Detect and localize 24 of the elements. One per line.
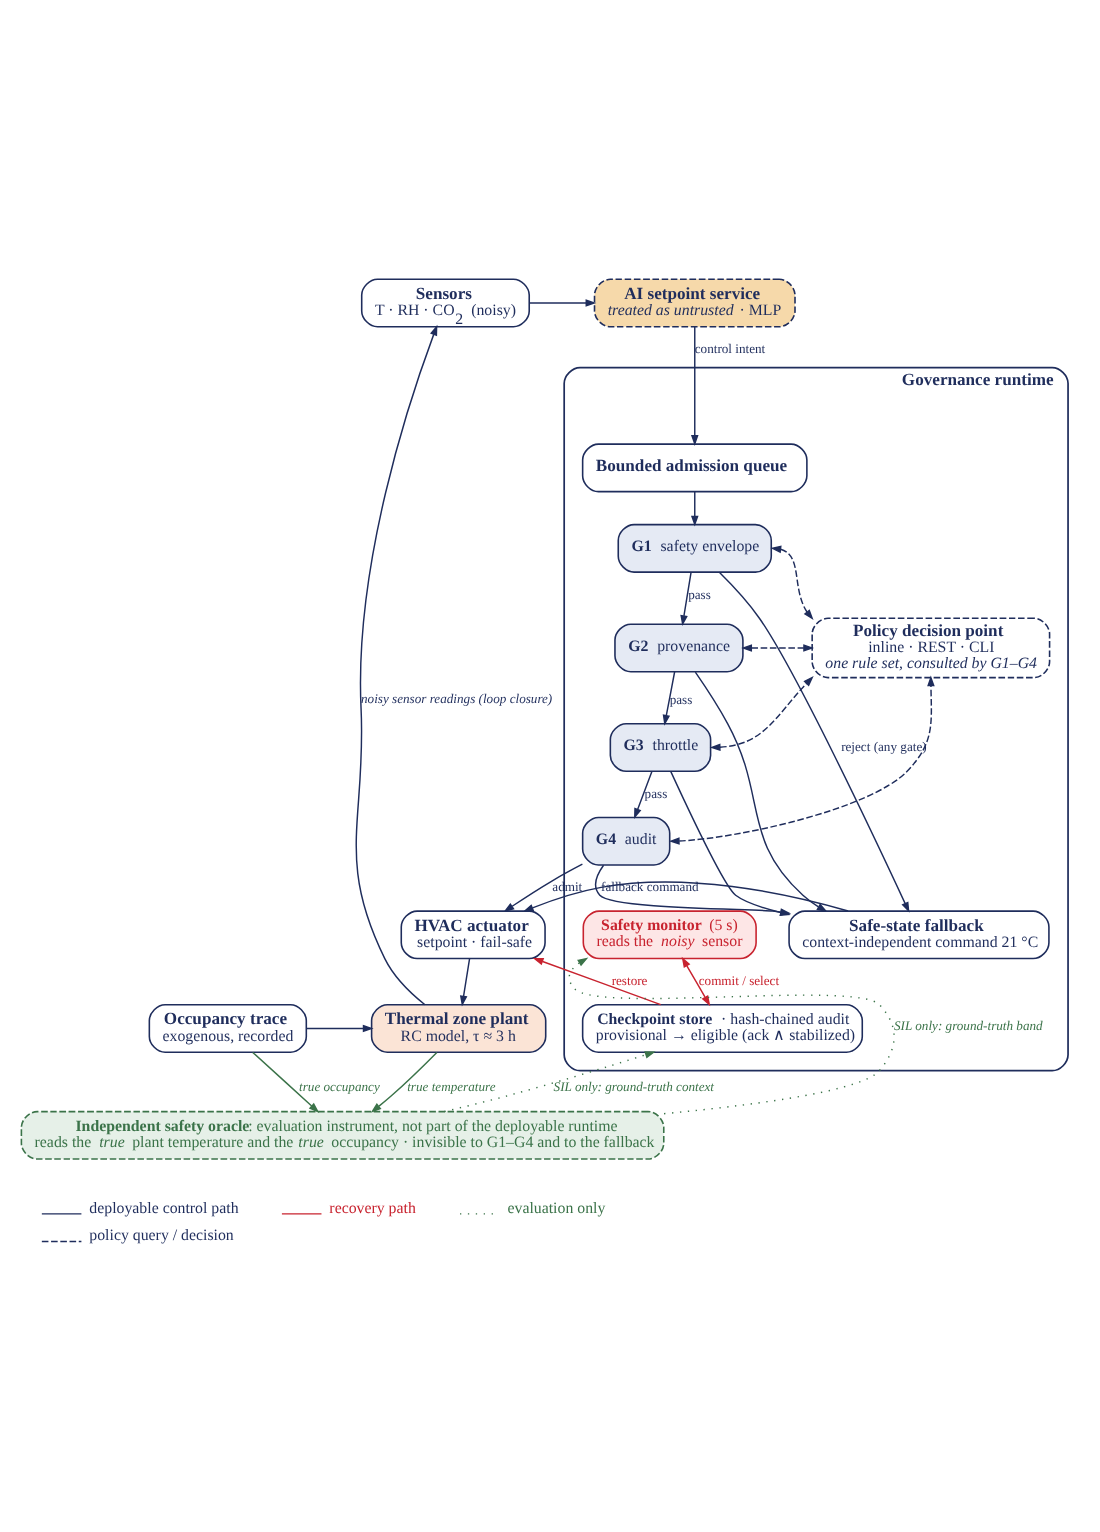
arrow: [459, 957, 471, 1007]
arrow: [528, 299, 597, 307]
arrow: [694, 671, 828, 912]
arrow: [680, 571, 692, 627]
arrow: [690, 491, 699, 527]
arrow: [770, 545, 814, 620]
arrow: [634, 770, 653, 820]
arrow: [306, 1024, 374, 1033]
arrow: [503, 863, 584, 913]
arrow: [443, 1051, 656, 1113]
arrow: [355, 324, 438, 1006]
arrow: [370, 1051, 438, 1113]
arrow: [532, 957, 662, 1006]
arrow: [681, 956, 711, 1007]
arrow: [741, 644, 815, 652]
arrow: [568, 957, 895, 1115]
arrow: [252, 1051, 320, 1113]
node-box: Bounded admission queue: [581, 443, 808, 493]
arrow: [662, 671, 676, 726]
arrow: [718, 571, 910, 913]
arrow: [668, 675, 935, 845]
arrow: [522, 881, 849, 912]
arrow: [709, 676, 814, 752]
arrow: [690, 326, 699, 446]
